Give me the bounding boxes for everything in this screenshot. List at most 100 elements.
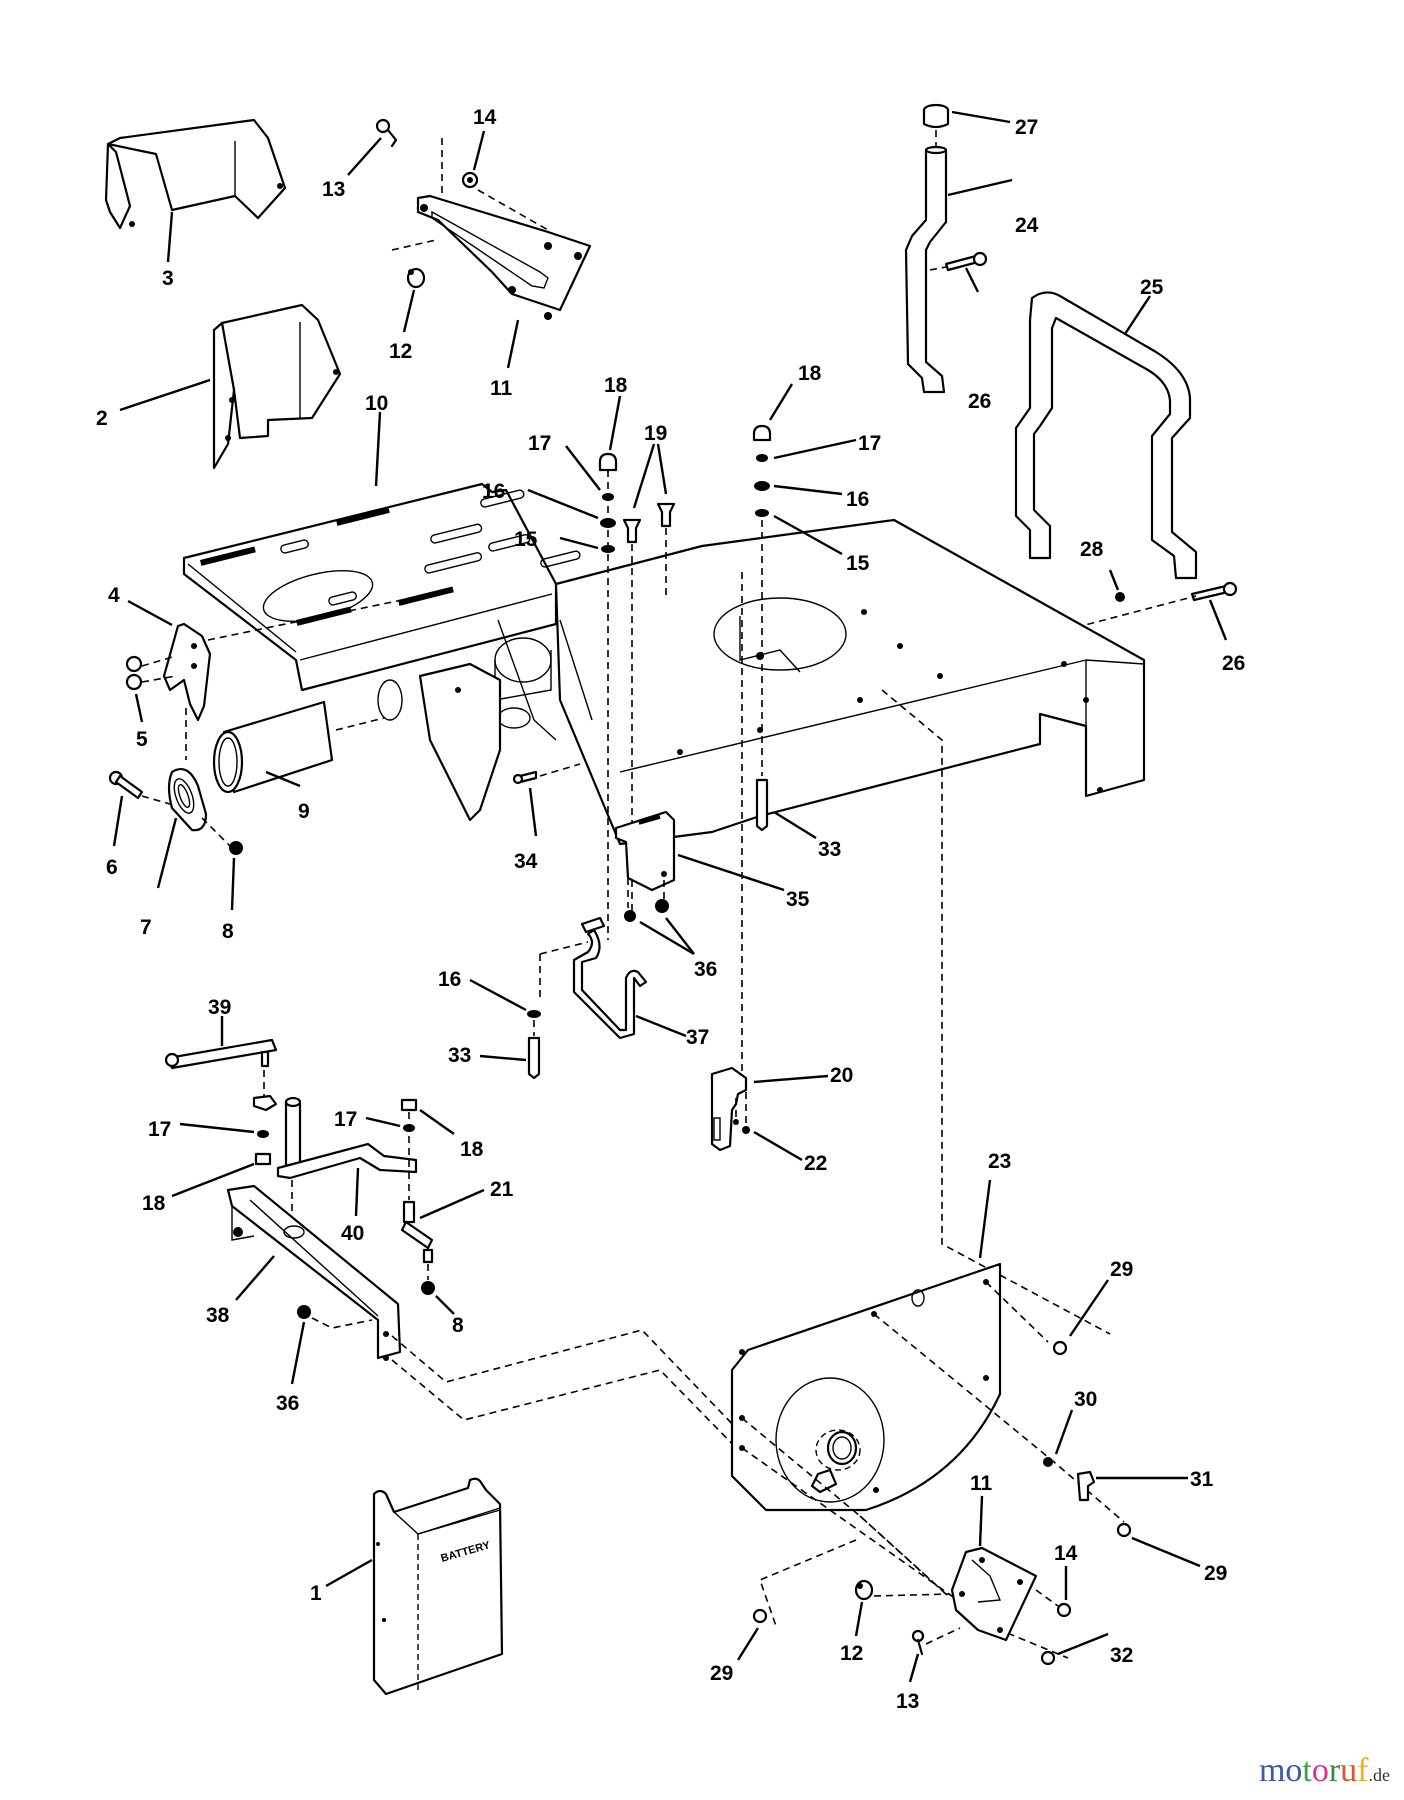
callout-10: 10: [365, 392, 388, 415]
callout-6: 6: [106, 856, 118, 879]
callout-17d: 17: [334, 1108, 357, 1131]
part-14-bolt-lower: [1056, 1602, 1072, 1618]
leader-4: [127, 599, 173, 627]
leader-15b: [773, 514, 843, 556]
leader-26a: [964, 267, 980, 293]
callout-15a: 15: [514, 528, 538, 551]
hardware-stack-right: [752, 424, 772, 517]
leader-38: [235, 1255, 275, 1301]
part-1-battery-cover: BATTERY: [372, 1477, 504, 1696]
callout-35: 35: [786, 888, 810, 911]
watermark-logo: motoruf.de: [1259, 1752, 1390, 1790]
callout-17b: 17: [858, 432, 881, 455]
callout-16a: 16: [482, 480, 505, 503]
leader-20: [753, 1074, 829, 1084]
part-40-lever: [252, 1094, 418, 1180]
callout-11b: 11: [970, 1472, 993, 1495]
part-26-bolt-lower: [1190, 581, 1238, 602]
callout-12a: 12: [389, 340, 412, 363]
leader-34: [528, 787, 538, 837]
part-39-rod: [164, 1038, 278, 1070]
leader-17d: [365, 1116, 401, 1128]
callout-26b: 26: [1222, 652, 1245, 675]
callout-4: 4: [108, 584, 120, 607]
part-9-tube: [212, 700, 334, 794]
leader-11b: [978, 1495, 984, 1547]
watermark-letter: r: [1328, 1752, 1341, 1789]
part-37-rod: [572, 916, 648, 1040]
watermark-letter: t: [1302, 1752, 1312, 1789]
part-36-nut-lower: [297, 1305, 311, 1319]
callout-24: 24: [1015, 214, 1039, 237]
part-4-bracket: [162, 622, 212, 722]
callout-20: 20: [830, 1064, 853, 1087]
callout-12b: 12: [840, 1642, 863, 1665]
callout-37: 37: [686, 1026, 709, 1049]
leader-19b: [656, 443, 668, 495]
leader-1: [325, 1558, 373, 1588]
callout-39: 39: [208, 996, 231, 1019]
part-30-nut: [1043, 1457, 1053, 1467]
callout-18a: 18: [604, 374, 628, 397]
callout-29b: 29: [1204, 1562, 1227, 1585]
part-26-bolt-upper: [944, 251, 988, 272]
part-25-u-handle: [1014, 291, 1198, 580]
callout-40: 40: [341, 1222, 364, 1245]
callout-36a: 36: [694, 958, 717, 981]
callout-30: 30: [1074, 1388, 1097, 1411]
part-14-bolt: [461, 171, 479, 189]
leader-40: [354, 1167, 360, 1217]
callout-29a: 29: [1110, 1258, 1133, 1281]
leader-16c: [469, 978, 527, 1012]
leader-6: [112, 795, 124, 847]
leader-29a: [1069, 1279, 1109, 1337]
part-33-bolt-lower: [527, 1036, 541, 1080]
part-23-plate: [730, 1262, 1002, 1512]
part-11-bracket-lower: [950, 1546, 1038, 1642]
callout-16b: 16: [846, 488, 869, 511]
leader-23: [978, 1179, 992, 1259]
callout-29c: 29: [710, 1662, 733, 1685]
part-31-clamp: [1076, 1470, 1096, 1502]
callout-1: 1: [310, 1582, 322, 1605]
callout-27: 27: [1015, 116, 1038, 139]
leader-22: [753, 1130, 803, 1162]
callout-11a: 11: [490, 377, 513, 400]
part-13-clip-lower: [911, 1629, 925, 1656]
watermark-letter: m: [1258, 1752, 1286, 1789]
part-7-bearing: [167, 768, 208, 832]
callout-23: 23: [988, 1150, 1011, 1173]
callout-28: 28: [1080, 538, 1104, 561]
callout-8a: 8: [222, 920, 234, 943]
callout-18d: 18: [142, 1192, 166, 1215]
part-32-screw: [1040, 1650, 1056, 1666]
leader-11a: [506, 319, 520, 369]
leader-10: [374, 411, 382, 487]
callout-21: 21: [490, 1178, 514, 1201]
leader-28: [1108, 569, 1120, 591]
leader-7: [156, 817, 178, 889]
watermark-letter: o: [1311, 1752, 1329, 1789]
part-frame-support: [418, 662, 502, 822]
part-29-screw-right: [1116, 1522, 1132, 1538]
part-5-bolts: [125, 655, 143, 691]
leader-33a: [773, 810, 817, 840]
part-2-cover: [212, 303, 342, 470]
callout-34: 34: [514, 850, 538, 873]
callout-7: 7: [140, 916, 152, 939]
leader-21: [419, 1188, 485, 1220]
part-22-screw: [742, 1126, 750, 1134]
callout-38: 38: [206, 1304, 230, 1327]
part-21-pin: [400, 1200, 434, 1264]
leader-19a: [632, 443, 656, 509]
leader-15a: [559, 536, 599, 550]
leader-36a-1: [639, 920, 695, 956]
callout-19: 19: [644, 422, 667, 445]
part-28-nut: [1115, 592, 1125, 602]
part-6-bolt: [108, 770, 144, 800]
part-10-seat-plate: [182, 482, 581, 692]
leader-37: [635, 1014, 687, 1038]
part-20-bracket: [710, 1066, 748, 1152]
part-3-cover: [104, 118, 287, 230]
callout-22: 22: [804, 1152, 827, 1175]
